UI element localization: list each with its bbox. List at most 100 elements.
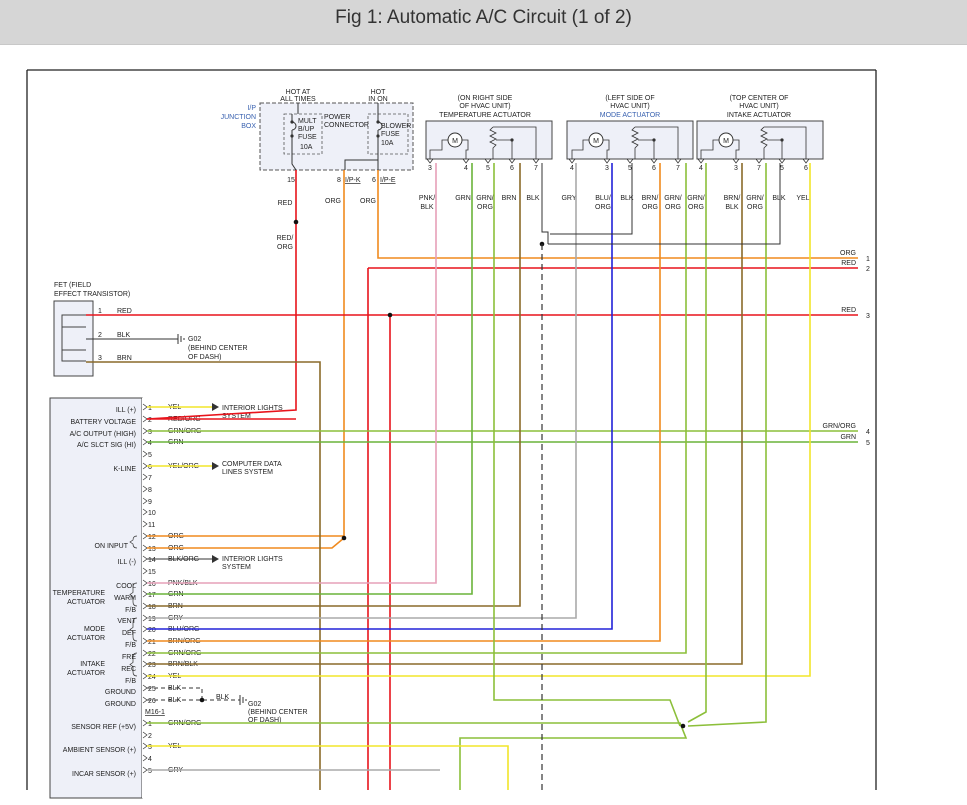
ip-box-3: BOX [241, 123, 256, 130]
wire-gry [147, 163, 577, 619]
splice-red [293, 219, 299, 225]
svg-text:F/B: F/B [125, 678, 136, 685]
potentiometer-icon [631, 126, 639, 159]
svg-text:3: 3 [98, 355, 102, 362]
sensor-pin-3: 3 [148, 744, 152, 751]
splice-org-on-input [341, 535, 347, 541]
svg-text:4: 4 [570, 165, 574, 172]
module-pin-1: 1 [148, 405, 152, 412]
mode-act-loc-1: (LEFT SIDE OF [605, 95, 654, 102]
fet-component: FET (FIELD EFFECT TRANSISTOR) 1 2 3 RED … [53, 282, 248, 377]
wire-blu-org [147, 163, 613, 630]
svg-text:K-LINE: K-LINE [113, 466, 136, 473]
svg-text:F/B: F/B [125, 607, 136, 614]
svg-text:GRN/: GRN/ [664, 195, 682, 202]
svg-text:SYSTEM: SYSTEM [222, 413, 251, 420]
arrow-icon [212, 555, 219, 563]
page-title: Fig 1: Automatic A/C Circuit (1 of 2) [335, 7, 632, 28]
svg-text:BLK: BLK [420, 204, 434, 211]
svg-text:5: 5 [486, 165, 490, 172]
module-pin-14: 14 [148, 557, 156, 564]
potentiometer-icon [489, 126, 497, 159]
svg-text:(BEHIND CENTER: (BEHIND CENTER [188, 345, 248, 352]
svg-text:SYSTEM: SYSTEM [222, 564, 251, 571]
svg-text:BRN: BRN [502, 195, 517, 202]
potentiometer-icon [760, 126, 768, 159]
svg-text:ILL (+): ILL (+) [116, 407, 136, 414]
svg-text:1: 1 [98, 308, 102, 315]
svg-text:ORG: ORG [477, 204, 493, 211]
svg-text:INCAR SENSOR (+): INCAR SENSOR (+) [72, 771, 136, 778]
power-connector-2: CONNECTOR [324, 122, 369, 129]
mult-fuse-4: 10A [300, 144, 313, 151]
module-pin-16: 16 [148, 581, 156, 588]
svg-text:F/B: F/B [125, 642, 136, 649]
wire-brn-blk [147, 163, 743, 665]
svg-text:BRN: BRN [117, 355, 132, 362]
bus-color-2: RED [841, 260, 856, 267]
svg-text:INTAKE: INTAKE [80, 661, 105, 668]
svg-text:7: 7 [757, 165, 761, 172]
callout-labels: INTERIOR LIGHTS SYSTEM COMPUTER DATA LIN… [216, 405, 308, 724]
svg-text:ACTUATOR: ACTUATOR [67, 635, 105, 642]
wire-grn-org-intake2 [687, 163, 767, 727]
svg-text:GRY: GRY [561, 195, 576, 202]
wire-org-pin13 [147, 537, 345, 549]
motor-icon-glyph: M [593, 138, 599, 145]
module-pin-9: 9 [148, 499, 152, 506]
module-pin-10: 10 [148, 510, 156, 517]
module-labels: ILL (+) BATTERY VOLTAGE A/C OUTPUT (HIGH… [53, 407, 165, 778]
temp-act-loc-1: (ON RIGHT SIDE [458, 95, 513, 102]
bus-num-3: 3 [866, 313, 870, 320]
svg-text:OF DASH): OF DASH) [188, 354, 221, 361]
svg-text:4: 4 [464, 165, 468, 172]
wire-org-bus1 [377, 170, 858, 259]
svg-text:ORG: ORG [595, 204, 611, 211]
svg-text:BLK: BLK [772, 195, 786, 202]
svg-text:GROUND: GROUND [105, 689, 136, 696]
mode-act-loc-2: HVAC UNIT) [610, 103, 650, 110]
svg-text:BLK: BLK [216, 694, 230, 701]
svg-text:RED/: RED/ [277, 235, 294, 242]
svg-text:7: 7 [676, 165, 680, 172]
module-pin-2: 2 [148, 417, 152, 424]
module-pin-26: 26 [148, 698, 156, 705]
bus-color-1: ORG [840, 250, 856, 257]
blower-fuse-3: 10A [381, 140, 394, 147]
bus-num-1: 1 [866, 256, 870, 263]
svg-text:ORG: ORG [325, 198, 341, 205]
intake-act-loc-1: (TOP CENTER OF [730, 95, 789, 102]
wire-grn-org-sensor-ref [147, 722, 688, 790]
temp-act-loc-2: OF HVAC UNIT) [459, 103, 510, 110]
svg-text:SENSOR REF (+5V): SENSOR REF (+5V) [71, 724, 136, 731]
svg-text:COOL: COOL [116, 583, 136, 590]
svg-text:3: 3 [428, 165, 432, 172]
svg-text:ACTUATOR: ACTUATOR [67, 670, 105, 677]
svg-text:(BEHIND CENTER: (BEHIND CENTER [248, 709, 308, 716]
module-pin-6: 6 [148, 464, 152, 471]
module-pin-8: 8 [148, 487, 152, 494]
fet-label-2: EFFECT TRANSISTOR) [54, 291, 130, 298]
ip-junction-box: HOT AT ALL TIMES HOT IN ON I/P JUNCTION … [221, 89, 414, 184]
svg-text:WARM: WARM [114, 595, 136, 602]
hot-at-all-times-2: ALL TIMES [280, 96, 316, 103]
bus-num-5: 5 [866, 440, 870, 447]
module-pin-color-25: BLK [168, 685, 182, 692]
ground-icon [177, 334, 185, 344]
svg-text:BLK: BLK [620, 195, 634, 202]
ip-box-1: I/P [247, 105, 256, 112]
wire-grn-org-temp-fb [493, 163, 681, 727]
module-pin-11: 11 [148, 522, 155, 529]
svg-text:COMPUTER DATA: COMPUTER DATA [222, 461, 282, 468]
module-pin-23: 23 [148, 662, 156, 669]
conn-ipk: I/P-K [345, 177, 361, 184]
wire-grn-org-mode [147, 163, 687, 654]
module-pin-13: 13 [148, 546, 156, 553]
bus-color-3: RED [841, 307, 856, 314]
svg-text:DEF: DEF [122, 630, 136, 637]
svg-text:OF DASH): OF DASH) [248, 717, 281, 724]
wire-yel-intake [147, 163, 811, 677]
svg-text:BRN/: BRN/ [642, 195, 659, 202]
